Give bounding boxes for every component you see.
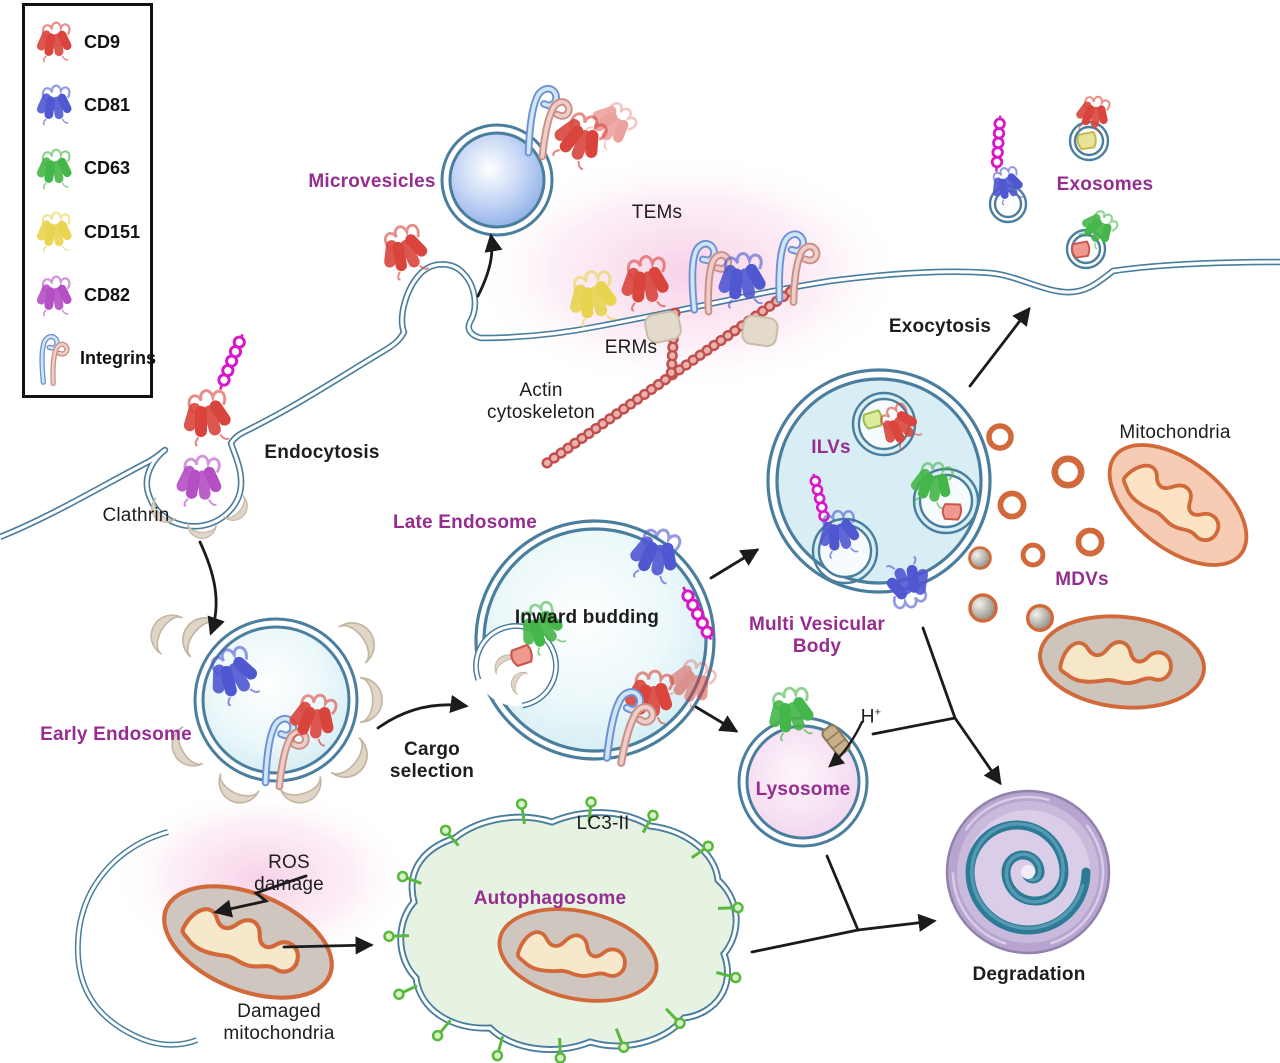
arrow-to-degradation-top [953,716,1002,786]
tetraspanin-icon [35,148,74,190]
line-lysosome-junction [871,716,957,736]
legend-label: CD9 [84,31,121,52]
ilv [807,471,879,585]
ilv [904,456,980,535]
line-mvb-junction [921,626,957,720]
label-ros-damage: ROS damage [254,852,324,895]
phagophore-membrane [74,829,199,1048]
label-ilvs: ILVs [811,437,851,458]
tetraspanin-icon [35,211,74,254]
ilv [851,391,928,457]
legend-item-integrins: Integrins [33,329,156,389]
arrow-mito-to-autophagosome [282,936,374,955]
cd82-icon [173,453,225,509]
label-microvesicles: Microvesicles [308,171,436,192]
exosomes [985,91,1123,270]
label-autophagosome: Autophagosome [473,888,627,909]
label-tems: TEMs [631,202,683,223]
label-inward-budding: Inward budding [514,607,660,628]
label-early-endosome: Early Endosome [40,724,192,745]
autophagosome-body [382,795,745,1063]
legend-label: CD82 [84,285,131,306]
early-endosome [142,606,384,811]
exosome [1065,202,1123,270]
arrow-cargo-selection [376,694,469,730]
integrin-icon [33,329,73,389]
legend-item-cd151: CD151 [33,204,146,260]
legend-item-cd9: CD9 [33,14,146,70]
label-h-plus: H+ [860,706,882,728]
arrow-pit-to-early-endosome [198,540,225,636]
legend-label: CD63 [84,158,131,179]
label-exosomes: Exosomes [1056,174,1154,195]
label-multi-vesicular-body: Multi Vesicular Body [748,614,886,657]
endocytosis-proteins [173,219,436,509]
tetraspanin-icon [35,84,74,127]
arrow-exocytosis [968,306,1031,388]
mitochondrion [1033,606,1211,718]
line-lysosome-bottom-junction [825,854,860,932]
microvesicle [440,87,644,237]
label-exocytosis: Exocytosis [888,316,992,337]
degradation-body [945,789,1111,955]
lysosome [737,683,869,848]
arrow-ros-zigzag [213,874,308,918]
label-clathrin: Clathrin [102,505,170,526]
mitochondrion [1086,419,1270,591]
exosome [1068,91,1115,162]
label-endocytosis: Endocytosis [264,442,380,463]
glycan-beads-icon [990,113,1007,174]
arrow-to-degradation-bottom [856,913,937,932]
exosome [985,113,1029,224]
arrow-le-to-mvb [709,548,760,580]
label-actin-cytoskeleton: Actin cytoskeleton [486,380,596,423]
tetraspanin-icon [35,21,74,63]
label-cargo-selection: Cargo selection [389,739,475,782]
label-degradation: Degradation [972,964,1086,985]
arrow-le-to-lysosome [694,705,739,733]
label-lc3-ii: LC3-II [576,813,630,834]
legend-label: CD81 [84,94,131,115]
glycan-beads-icon [213,330,249,393]
label-lysosome: Lysosome [755,779,851,800]
legend-item-cd81: CD81 [33,77,146,133]
arrow-bud-to-microvesicle [476,233,503,298]
legend-label: Integrins [80,348,157,369]
label-damaged-mitochondria: Damaged mitochondria [223,1001,335,1044]
line-autophagosome-junction [750,928,860,954]
tetraspanin-icon [35,275,74,317]
arrow-h-plus [828,720,864,768]
arrows [198,233,1031,955]
label-erms: ERMs [604,337,658,358]
label-mdvs: MDVs [1055,569,1109,590]
legend-item-cd63: CD63 [33,141,146,197]
legend-label: CD151 [84,221,141,242]
late-endosome [473,519,723,767]
tem-cluster [562,233,818,348]
multivesicular-body [766,368,992,614]
cd9-icon [177,386,236,449]
label-mitochondria: Mitochondria [1119,422,1231,443]
legend: CD9 CD81 CD63 CD151 CD82 Integrins [22,3,156,398]
label-late-endosome: Late Endosome [392,512,538,533]
cd9-icon [373,219,436,285]
legend-item-cd82: CD82 [33,268,146,324]
